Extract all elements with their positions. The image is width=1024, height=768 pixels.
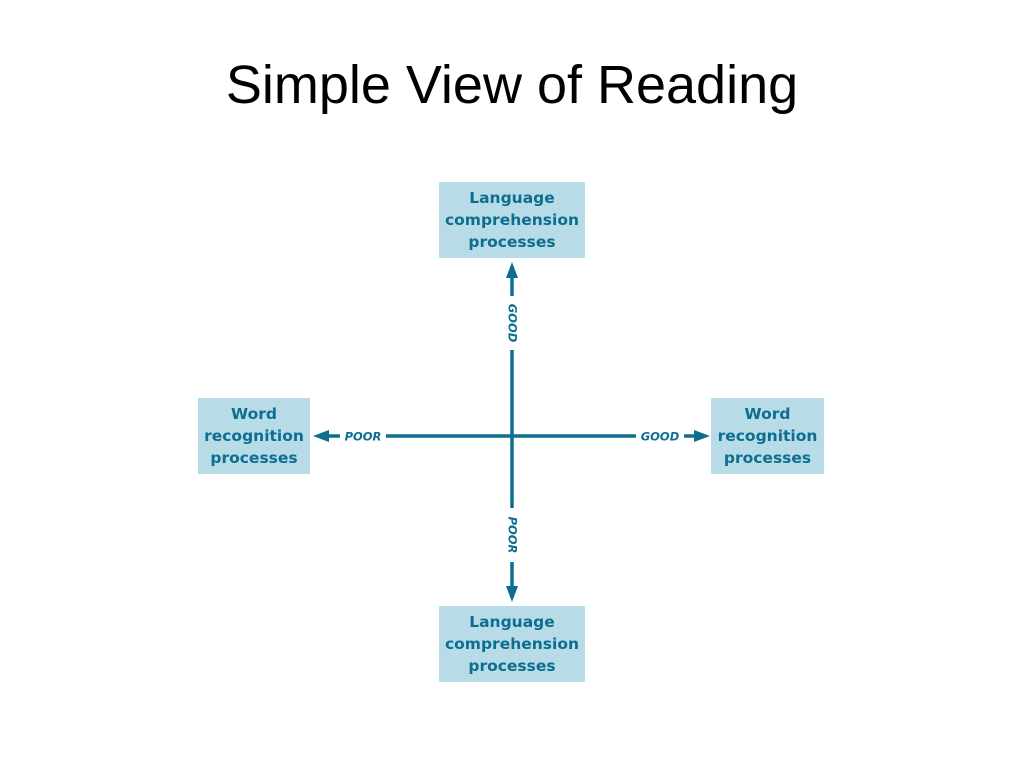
box-text-line: Word bbox=[744, 405, 791, 423]
arrow-right-icon bbox=[694, 430, 710, 442]
language-comprehension-box-bottom: Language comprehension processes bbox=[439, 606, 585, 682]
box-text-line: Word bbox=[231, 405, 277, 423]
box-text-line: processes bbox=[723, 449, 812, 467]
box-text-line: processes bbox=[210, 449, 298, 467]
slide-title: Simple View of Reading bbox=[225, 55, 799, 115]
word-recognition-box-right: Word recognition processes bbox=[711, 398, 824, 474]
box-text-line: Language bbox=[469, 189, 555, 207]
box-text-line: comprehension bbox=[444, 211, 580, 229]
axis-label-right: GOOD bbox=[641, 430, 680, 444]
box-text-line: recognition bbox=[204, 427, 304, 445]
box-text-line: recognition bbox=[717, 427, 818, 445]
arrow-left-icon bbox=[313, 430, 329, 442]
box-text-line: comprehension bbox=[444, 635, 580, 653]
box-text-line: Language bbox=[469, 613, 555, 631]
word-recognition-box-left: Word recognition processes bbox=[198, 398, 310, 474]
box-text-line: processes bbox=[468, 657, 556, 675]
axis-label-up: GOOD bbox=[506, 304, 520, 343]
arrow-down-icon bbox=[506, 586, 518, 602]
axis-label-left: POOR bbox=[345, 430, 382, 444]
axis-label-down: POOR bbox=[506, 517, 520, 554]
box-text-line: processes bbox=[468, 233, 556, 251]
language-comprehension-box-top: Language comprehension processes bbox=[439, 182, 585, 258]
arrow-up-icon bbox=[506, 262, 518, 278]
